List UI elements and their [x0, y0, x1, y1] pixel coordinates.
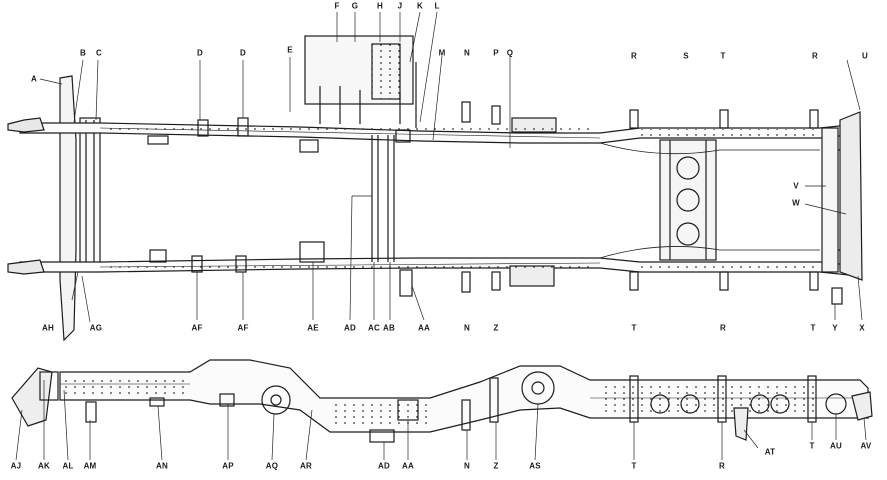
label-AN: AN [156, 461, 168, 471]
label-AG: AG [89, 323, 103, 333]
label-R-2: R [812, 51, 818, 61]
label-W: W [792, 198, 800, 208]
label-R-3: R [720, 323, 726, 333]
label-AK: AK [38, 461, 50, 471]
label-X: X [859, 323, 865, 333]
label-R-side: R [719, 461, 725, 471]
label-Q: Q [506, 48, 514, 58]
label-R-1: R [631, 51, 637, 61]
label-AS: AS [529, 461, 541, 471]
label-B: B [80, 48, 86, 58]
label-AA: AA [418, 323, 430, 333]
label-T-1: T [720, 51, 726, 61]
label-AA-side: AA [402, 461, 414, 471]
label-L: L [434, 1, 440, 11]
label-AT: AT [764, 447, 776, 457]
label-N-side: N [464, 461, 470, 471]
label-AH: AH [42, 323, 54, 333]
label-T-side-2: T [809, 441, 815, 451]
label-T-2: T [631, 323, 637, 333]
rear-crossmember [659, 139, 717, 261]
label-T-side: T [631, 461, 637, 471]
label-AC: AC [368, 323, 380, 333]
label-D-2: D [240, 48, 246, 58]
label-N-top: N [464, 48, 470, 58]
label-S: S [683, 51, 689, 61]
label-AJ: AJ [10, 461, 22, 471]
label-AL: AL [62, 461, 74, 471]
label-AB: AB [383, 323, 395, 333]
label-U: U [862, 51, 868, 61]
label-V: V [793, 181, 799, 191]
label-E: E [287, 45, 293, 55]
side-view-frame [11, 359, 873, 443]
side-view-leaders [15, 380, 867, 461]
label-AE: AE [307, 323, 319, 333]
label-Y: Y [832, 323, 838, 333]
label-T-3: T [810, 323, 816, 333]
label-AV: AV [860, 441, 872, 451]
label-J: J [397, 1, 403, 11]
label-M: M [438, 48, 446, 58]
label-G: G [351, 1, 359, 11]
label-N-bottom: N [464, 323, 470, 333]
label-H: H [377, 1, 383, 11]
label-AD-side: AD [378, 461, 390, 471]
label-A: A [31, 74, 37, 84]
label-AP: AP [222, 461, 234, 471]
label-AQ: AQ [265, 461, 279, 471]
label-D-1: D [197, 48, 203, 58]
label-AF-2: AF [237, 323, 249, 333]
front-bumper [59, 75, 77, 342]
label-C: C [96, 48, 102, 58]
label-K: K [417, 1, 423, 11]
label-AU: AU [830, 441, 842, 451]
label-AD: AD [344, 323, 356, 333]
label-Z-side: Z [493, 461, 499, 471]
label-Z: Z [493, 323, 499, 333]
top-view-leaders [39, 11, 863, 323]
label-P: P [493, 48, 499, 58]
top-view-frame [7, 35, 863, 342]
label-F: F [334, 1, 340, 11]
label-AM: AM [83, 461, 97, 471]
front-crossmember [79, 117, 101, 269]
label-AF-1: AF [191, 323, 203, 333]
label-AR: AR [300, 461, 312, 471]
